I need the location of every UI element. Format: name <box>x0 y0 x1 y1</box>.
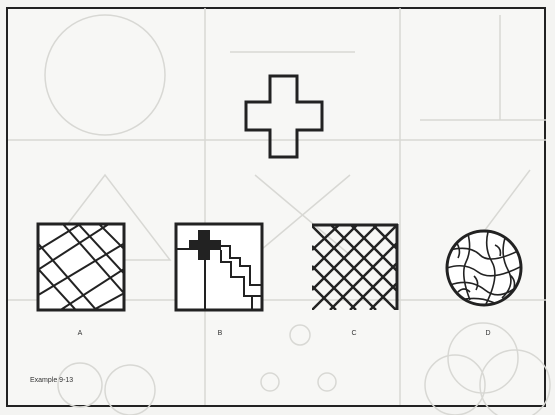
option-c-figure[interactable] <box>312 224 398 310</box>
option-a-figure[interactable] <box>30 215 130 320</box>
option-a-label: A <box>70 330 90 337</box>
option-b-label: B <box>210 330 230 337</box>
example-label: Example 9-13 <box>30 377 73 384</box>
target-cross-shape <box>246 76 322 157</box>
option-d-label: D <box>478 330 498 337</box>
option-c-label: C <box>344 330 364 337</box>
option-b-figure[interactable] <box>176 224 262 310</box>
option-d-figure[interactable] <box>447 231 522 305</box>
